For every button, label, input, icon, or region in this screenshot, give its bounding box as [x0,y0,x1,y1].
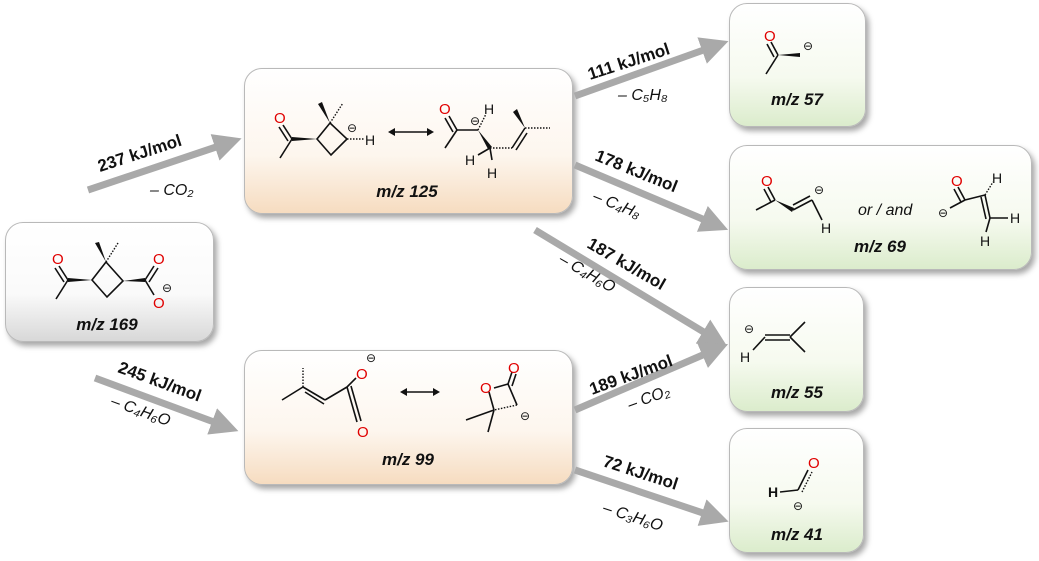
hydrogen-atom: H [484,101,494,117]
box-m169 [5,222,214,342]
molecule-m55: ⊖ H m/z 55 [740,321,824,402]
oxygen-atom: O [153,251,165,268]
hydrogen-atom: H [740,349,750,365]
species-label: m/z 99 [382,450,435,469]
arrow-125-57 [573,37,729,100]
box-m55 [729,287,864,412]
arrow-99-55 [573,342,729,414]
oxygen-atom: O [951,173,963,190]
molecule-m99: O ⊖ O O O ⊖ m/z 99 [281,351,530,469]
arrow-169-99 [93,374,239,435]
molecule-m41: O H ⊖ m/z 41 [768,455,823,544]
box-m99 [244,350,573,485]
hydrogen-atom: H [1010,210,1020,226]
box-m69 [729,145,1032,270]
resonance-arrow [400,388,440,396]
species-label: m/z 69 [854,237,907,256]
oxygen-atom: O [764,28,776,45]
resonance-arrow [388,128,434,136]
negative-charge: ⊖ [347,121,357,135]
hydrogen-atom: H [365,132,375,148]
hydrogen-atom: H [768,484,778,500]
box-m57 [729,3,866,127]
loss-label: – CO₂ [149,182,193,199]
hydrogen-atom: H [992,170,1002,186]
negative-charge: ⊖ [162,281,172,295]
molecule-m57: O ⊖ m/z 57 [764,28,825,109]
oxygen-atom: O [153,295,165,312]
species-label: m/z 125 [376,182,438,201]
negative-charge: ⊖ [814,183,824,197]
oxygen-atom: O [508,360,520,377]
molecule-m69: O ⊖ H or / and O ⊖ H H H m/z 69 [755,170,1020,256]
hydrogen-atom: H [821,220,831,236]
loss-label: – C₃H₆O [600,499,665,535]
oxygen-atom: O [808,455,820,472]
negative-charge: ⊖ [470,114,480,128]
arrow-99-41 [573,466,729,526]
species-label: m/z 41 [771,525,823,544]
oxygen-atom: O [52,251,64,268]
hydrogen-atom: H [465,152,475,168]
hydrogen-atom: H [487,165,497,181]
arrow-125-55 [533,227,727,347]
species-label: m/z 55 [771,383,824,402]
oxygen-atom: O [274,110,286,127]
oxygen-atom: O [357,424,369,441]
box-m125 [244,68,573,214]
negative-charge: ⊖ [366,351,376,365]
oxygen-atom: O [480,380,492,397]
negative-charge: ⊖ [803,39,813,53]
arrow-125-69 [573,161,729,232]
molecule-m125: O H ⊖ O ⊖ H H H m/z 125 [274,101,550,201]
oxygen-atom: O [356,366,368,383]
energy-label: 72 kJ/mol [601,452,681,494]
oxygen-atom: O [761,173,773,190]
or-and-text: or / and [858,202,913,219]
molecule-m169: O O O ⊖ m/z 169 [52,242,172,334]
species-label: m/z 57 [771,90,825,109]
negative-charge: ⊖ [793,499,803,513]
oxygen-atom: O [439,101,451,118]
negative-charge: ⊖ [938,206,948,220]
arrow-169-125 [86,134,242,194]
loss-label: – C₅H₈ [617,87,668,104]
species-label: m/z 169 [76,315,138,334]
negative-charge: ⊖ [520,409,530,423]
negative-charge: ⊖ [744,322,754,336]
hydrogen-atom: H [980,233,990,249]
